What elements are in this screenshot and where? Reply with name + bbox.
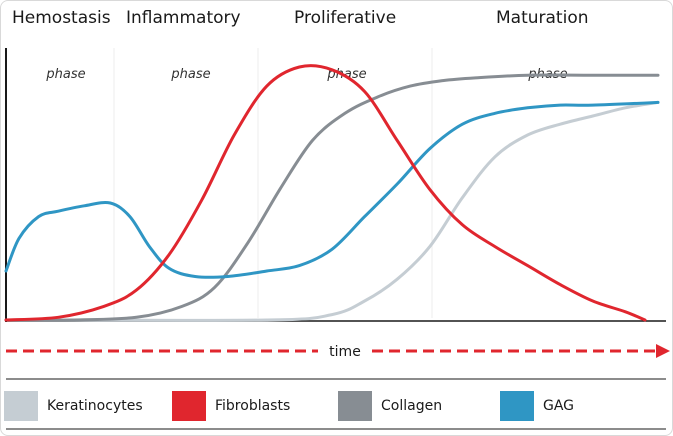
time-arrow: time — [6, 344, 670, 360]
legend-label: GAG — [543, 398, 575, 414]
legend-item-fibroblasts: Fibroblasts — [172, 390, 290, 422]
phase-subtitle: phase — [170, 67, 210, 82]
legend-swatch — [500, 391, 534, 421]
series-line-collagen — [4, 73, 660, 322]
phase-title-proliferative: Proliferative — [294, 8, 396, 28]
series-line-gag — [4, 100, 660, 279]
phase-title-maturation: Maturation — [496, 8, 589, 28]
series-line-keratinocytes — [4, 100, 660, 322]
legend-swatch — [338, 391, 372, 421]
legend-swatch — [172, 391, 206, 421]
series-line-fibroblasts — [4, 64, 647, 322]
legend-swatch — [4, 391, 38, 421]
phase-subtitle: phase — [45, 67, 85, 82]
legend: Keratinocytes Fibroblasts Collagen GAG — [4, 390, 664, 422]
phase-title-inflammatory: Inflammatory — [126, 8, 241, 28]
x-axis-label: time — [329, 344, 361, 360]
series-layer — [4, 64, 660, 322]
legend-item-collagen: Collagen — [338, 390, 442, 422]
legend-item-gag: GAG — [500, 390, 574, 422]
phase-dividers — [113, 48, 433, 318]
phase-title-hemostasis: Hemostasis — [12, 8, 111, 28]
legend-item-keratinocytes: Keratinocytes — [4, 390, 143, 422]
legend-label: Fibroblasts — [215, 398, 291, 414]
time-arrow-head — [656, 344, 670, 358]
legend-label: Keratinocytes — [47, 398, 143, 414]
legend-label: Collagen — [381, 398, 443, 414]
